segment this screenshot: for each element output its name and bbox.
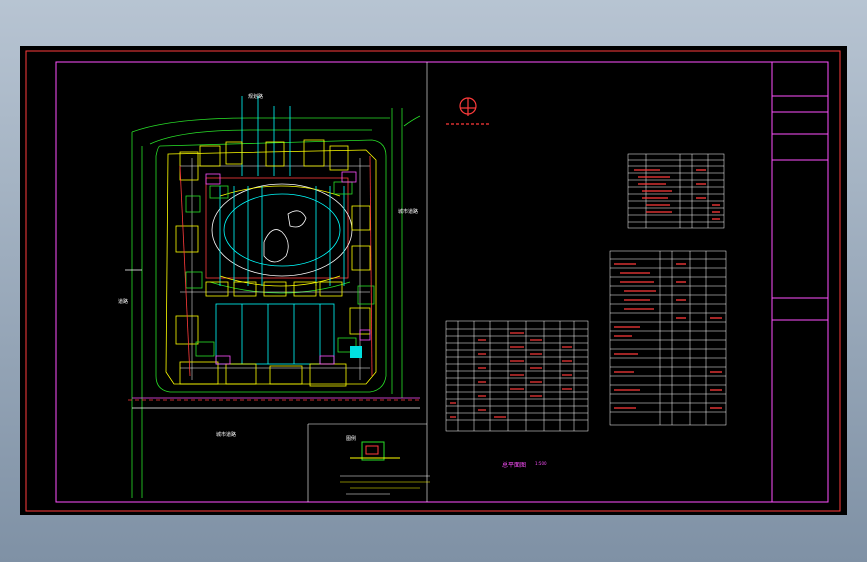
legend-box xyxy=(307,423,430,502)
table-c xyxy=(445,320,589,432)
legend-title: 图例 xyxy=(346,436,357,442)
inner-frame xyxy=(55,61,829,503)
company-logo xyxy=(446,97,490,125)
north-road-label: 规划路 xyxy=(248,94,264,100)
plan-scale: 1:500 xyxy=(535,461,547,466)
plan-title: 总平面图 xyxy=(502,462,527,469)
west-road-label: 道路 xyxy=(118,299,129,305)
table-b-red-text xyxy=(614,263,722,409)
table-a-red-text xyxy=(634,169,720,220)
cad-drawing-sheet[interactable]: 规划路 城市道路 城市道路 道路 总平面图 1:500 图例 xyxy=(20,46,847,515)
south-road-label: 城市道路 xyxy=(216,432,237,438)
east-road-label: 城市道路 xyxy=(398,209,419,215)
outer-frame xyxy=(25,50,841,512)
site-plan xyxy=(125,96,421,498)
table-b xyxy=(609,250,727,426)
cad-drawing[interactable] xyxy=(20,46,847,515)
table-c-red-text xyxy=(450,332,572,418)
